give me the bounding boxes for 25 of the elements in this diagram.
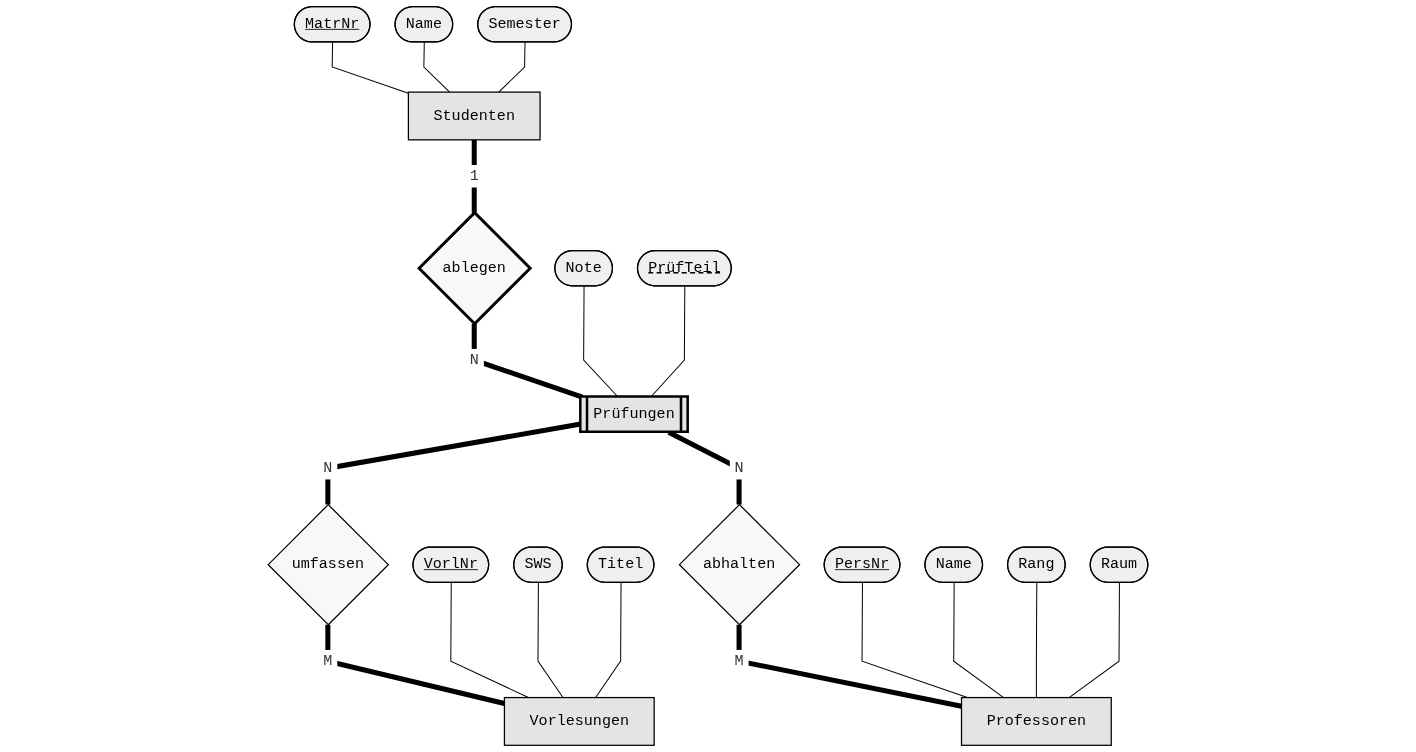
node-box: Professoren: [960, 696, 1112, 746]
edge-label: N: [734, 459, 744, 477]
node-diamond: ablegen: [417, 210, 533, 326]
connector: [1068, 582, 1120, 699]
connector: [537, 582, 564, 699]
edge-label: 1: [469, 167, 479, 185]
node-diamond: umfassen: [267, 503, 390, 626]
connector: [1035, 582, 1038, 699]
connector: [861, 582, 968, 699]
edge-label: N: [323, 459, 333, 477]
connector: [450, 582, 529, 699]
edge-label: M: [734, 652, 744, 670]
edge-label: N: [469, 351, 479, 369]
connector: [953, 582, 1005, 699]
node-box: Studenten: [407, 91, 541, 141]
connector: [331, 41, 409, 94]
connector: [498, 41, 526, 93]
connector: [736, 624, 962, 709]
connector: [595, 582, 622, 699]
connector: [423, 41, 451, 93]
node-diamond: abhalten: [678, 503, 801, 626]
connector: [471, 323, 584, 400]
node-box: Vorlesungen: [503, 696, 655, 746]
connector: [325, 624, 505, 706]
edge-label: M: [323, 652, 333, 670]
